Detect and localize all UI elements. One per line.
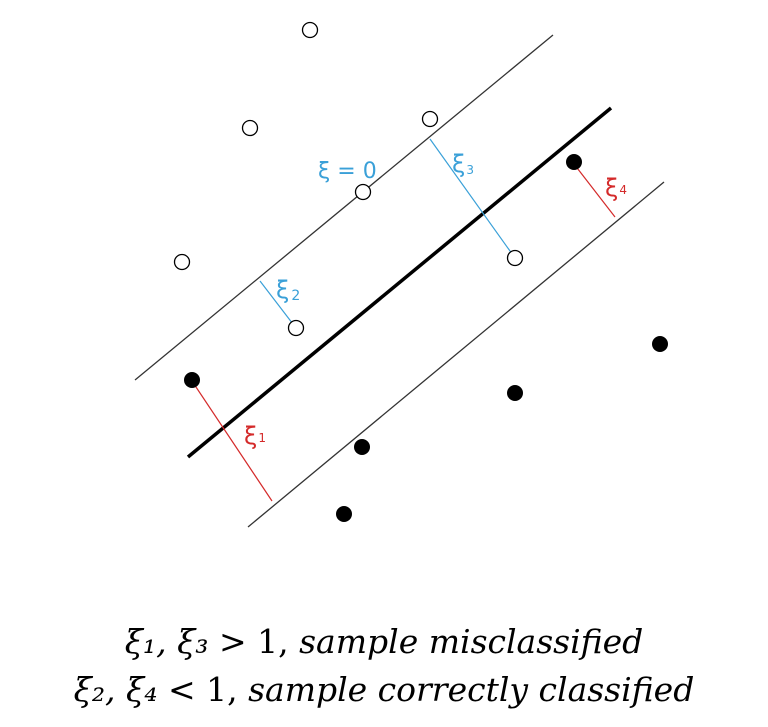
open-point — [287, 319, 305, 337]
filled-point — [566, 154, 582, 170]
filled-point — [354, 439, 370, 455]
caption-1-text: sample misclassified — [299, 622, 644, 661]
caption-2-vars: ξ₂, ξ₄ — [73, 670, 158, 709]
open-point — [506, 249, 524, 267]
filled-point — [184, 372, 200, 388]
caption-1-vars: ξ₁, ξ₃ — [124, 622, 209, 661]
lower-margin-line — [247, 181, 665, 528]
filled-point — [652, 336, 668, 352]
open-point — [301, 21, 319, 39]
xi-3-label: ξ3 — [452, 150, 474, 178]
upper-margin-line — [134, 34, 554, 381]
slack-line-1 — [191, 380, 273, 502]
caption-line-2: ξ₂, ξ₄ < 1, sample correctly classified — [0, 670, 768, 709]
xi-4-label: ξ4 — [605, 174, 627, 202]
filled-point — [336, 506, 352, 522]
open-point — [241, 119, 259, 137]
slack-line-2 — [259, 280, 297, 329]
caption-2-operator: < 1, — [167, 670, 238, 709]
slack-line-3 — [429, 138, 516, 259]
caption-line-1: ξ₁, ξ₃ > 1, sample misclassified — [0, 622, 768, 661]
xi-1-label: ξ1 — [244, 422, 266, 450]
filled-point — [507, 385, 523, 401]
open-point — [354, 183, 372, 201]
open-point — [421, 110, 439, 128]
xi-zero-label: ξ = 0 — [318, 159, 377, 184]
caption-2-text: sample correctly classified — [248, 670, 695, 709]
open-point — [173, 253, 191, 271]
decision-boundary-line — [186, 106, 613, 459]
slack-line-4 — [573, 163, 616, 218]
caption-1-operator: > 1, — [218, 622, 289, 661]
